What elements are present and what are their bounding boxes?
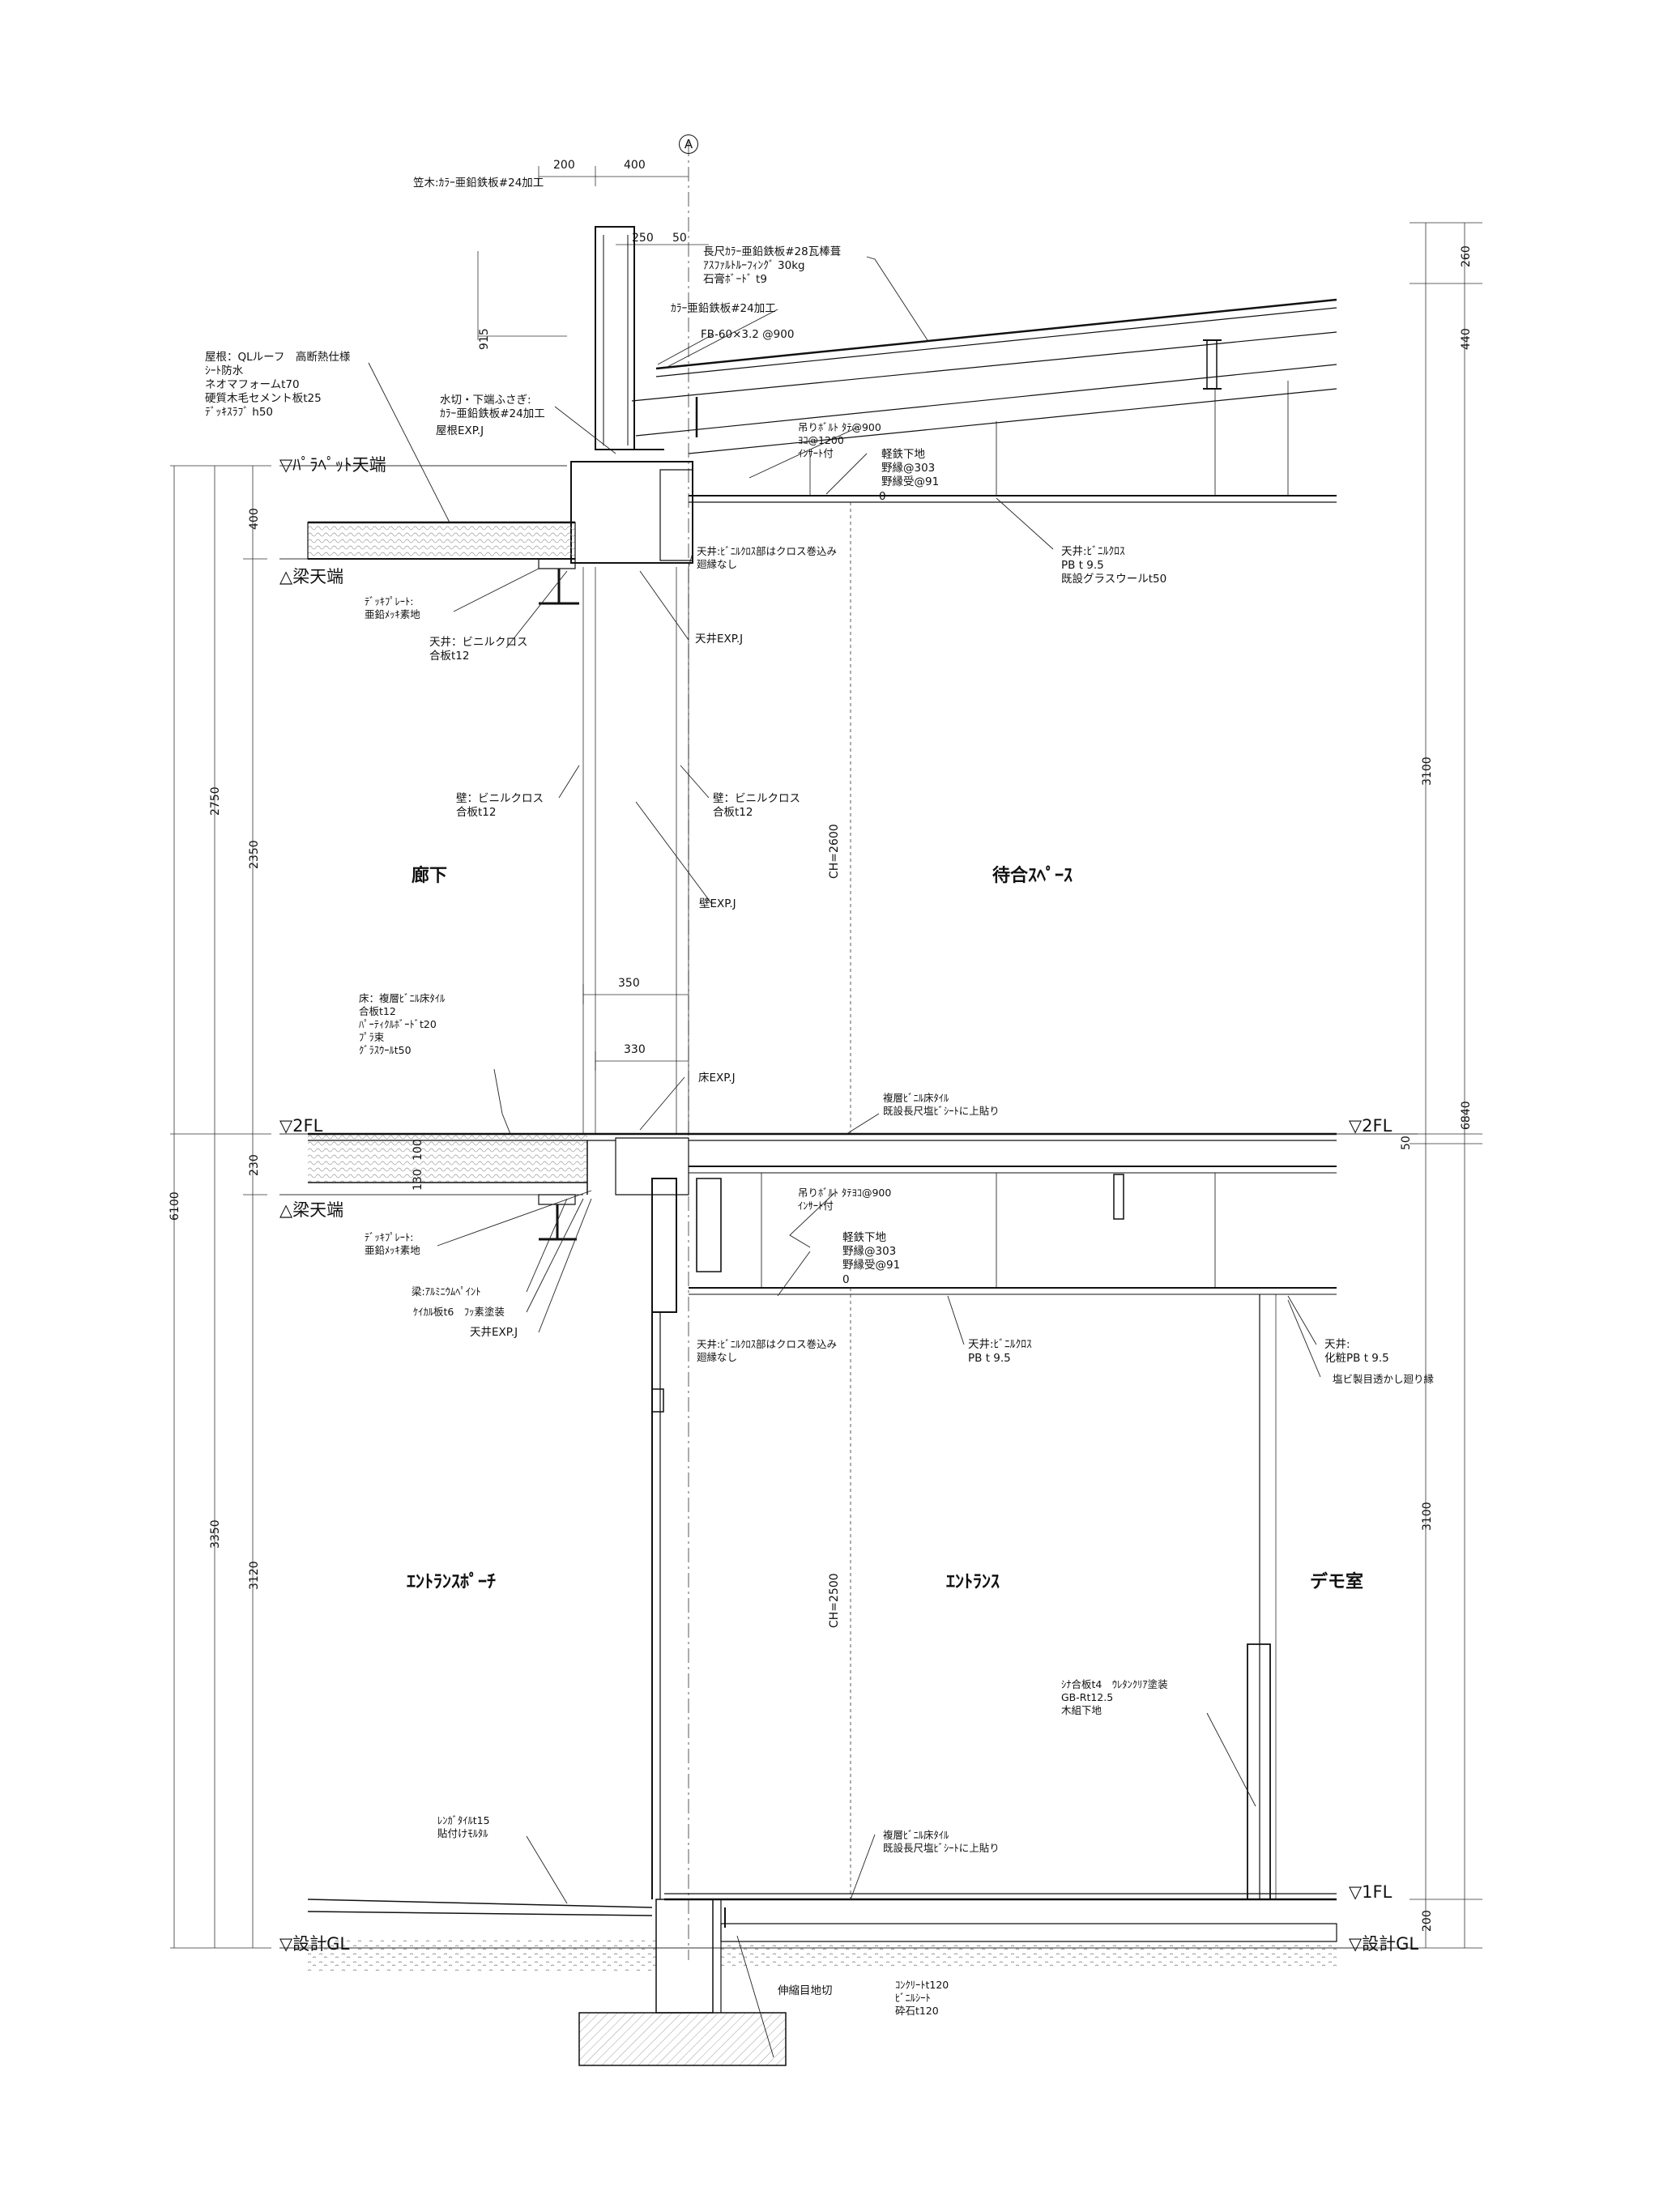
level-parapet-top: ▽ﾊﾟﾗﾍﾟｯﾄ天端	[279, 455, 386, 475]
dim-6100: 6100	[168, 1191, 181, 1221]
note-hanger-upper: 吊りﾎﾞﾙﾄ ﾀﾃ@900 ﾖｺ@1200 ｲﾝｻｰﾄ付	[798, 421, 881, 459]
dim-260: 260	[1460, 245, 1473, 267]
note-zero-lower: 0	[842, 1273, 850, 1286]
dim-50-top: 50	[672, 232, 687, 245]
ceiling-height-upper: CH=2600	[828, 824, 841, 879]
note-calcium-board: ｹｲｶﾙ板t6 ﾌｯ素塗装	[413, 1306, 505, 1318]
note-roof-finish: 長尺ｶﾗｰ亜鉛鉄板#28瓦棒葺 ｱｽﾌｧﾙﾄﾙｰﾌｨﾝｸﾞ 30kg 石膏ﾎﾞｰ…	[703, 245, 842, 286]
dim-top-400: 400	[624, 159, 646, 172]
dim-230: 230	[248, 1154, 261, 1176]
note-flashing: 水切・下端ふさぎ: ｶﾗｰ亜鉛鉄板#24加工	[440, 394, 545, 420]
note-brick-tile: ﾚﾝｶﾞﾀｲﾙt15 貼付けﾓﾙﾀﾙ	[437, 1814, 490, 1839]
dim-350: 350	[618, 977, 640, 990]
note-wall-left: 壁：ビニルクロス 合板t12	[456, 792, 544, 819]
note-pvc-joint: 塩ビ製目透かし廻り縁	[1333, 1373, 1435, 1385]
note-beam-paint: 梁:ｱﾙﾐﾆｳﾑﾍﾟｲﾝﾄ	[412, 1285, 481, 1298]
dim-440: 440	[1460, 328, 1473, 350]
level-1fl: ▽1FL	[1349, 1882, 1392, 1902]
note-floor-2f-right: 複層ﾋﾞﾆﾙ床ﾀｲﾙ 既設長尺塩ﾋﾞｼｰﾄに上貼り	[883, 1092, 1000, 1117]
dim-top-200: 200	[553, 159, 575, 172]
sloped-roof	[632, 300, 1337, 454]
level-2fl-right: ▽2FL	[1349, 1116, 1392, 1136]
room-entrance: ｴﾝﾄﾗﾝｽ	[946, 1572, 1000, 1592]
ceiling-height-lower: CH=2500	[828, 1573, 841, 1628]
dim-50-right: 50	[1400, 1136, 1413, 1150]
leader-lines	[369, 257, 1320, 2057]
left-roof	[308, 522, 579, 603]
note-flat-bar: FB-60×3.2 @900	[701, 328, 795, 341]
dim-915: 915	[478, 328, 491, 350]
note-wall-right: 壁：ビニルクロス 合板t12	[713, 792, 800, 819]
note-ceiling-expj-upper: 天井EXP.J	[695, 633, 744, 646]
room-entrance-porch: ｴﾝﾄﾗﾝｽﾎﾟｰﾁ	[407, 1572, 497, 1592]
level-beam-top-upper: △梁天端	[279, 567, 344, 586]
level-2fl-left: ▽2FL	[279, 1116, 323, 1136]
note-ceiling-expj-lower: 天井EXP.J	[470, 1326, 518, 1339]
dim-6840: 6840	[1460, 1101, 1473, 1130]
second-floor	[308, 1134, 1337, 1312]
note-light-steel-upper: 軽鉄下地 野縁@303 野縁受@91	[881, 448, 940, 488]
note-floor-1f: 複層ﾋﾞﾆﾙ床ﾀｲﾙ 既設長尺塩ﾋﾞｼｰﾄに上貼り	[883, 1829, 1000, 1854]
corridor-walls	[583, 567, 689, 1134]
note-roof-left: 屋根：QLルーフ 高断熱仕様 ｼｰﾄ防水 ネオマフォームt70 硬質木毛セメント…	[205, 351, 351, 419]
dim-3100-lower: 3100	[1421, 1502, 1434, 1531]
dim-200-bottom: 200	[1421, 1910, 1434, 1932]
room-corridor: 廊下	[412, 866, 448, 886]
room-demo: デモ室	[1310, 1572, 1364, 1592]
parapet-structure	[571, 227, 693, 563]
dim-2750: 2750	[209, 786, 222, 816]
note-ceiling-wrap-lower: 天井:ﾋﾞﾆﾙｸﾛｽ部はクロス巻込み 廻縁なし	[697, 1338, 837, 1363]
note-slab: ｺﾝｸﾘｰﾄt120 ﾋﾞﾆﾙｼｰﾄ 砕石t120	[895, 1979, 949, 2017]
note-partition: ｼﾅ合板t4 ｳﾚﾀﾝｸﾘｱ塗装 GB-Rt12.5 木組下地	[1061, 1678, 1168, 1716]
level-gl-left: ▽設計GL	[279, 1934, 350, 1954]
note-expansion-joint: 伸縮目地切	[778, 1984, 833, 1997]
note-floor-expj: 床EXP.J	[698, 1072, 736, 1085]
note-wall-expj: 壁EXP.J	[699, 897, 736, 910]
note-ceiling-demo: 天井: 化粧PB t 9.5	[1324, 1338, 1389, 1365]
level-beam-top-lower: △梁天端	[279, 1200, 344, 1220]
dim-130: 130	[412, 1169, 424, 1191]
note-color-sheet: ｶﾗｰ亜鉛鉄板#24加工	[671, 302, 776, 315]
dim-250: 250	[632, 232, 654, 245]
dim-330: 330	[624, 1043, 646, 1056]
note-ceiling-entrance: 天井:ﾋﾞﾆﾙｸﾛｽ PB t 9.5	[968, 1338, 1032, 1365]
note-roof-expj: 屋根EXP.J	[436, 424, 484, 437]
note-hanger-lower: 吊りﾎﾞﾙﾄ ﾀﾃﾖｺ@900 ｲﾝｻｰﾄ付	[798, 1187, 892, 1212]
room-waiting-space: 待合ｽﾍﾟｰｽ	[992, 866, 1073, 886]
dim-3120: 3120	[248, 1561, 261, 1590]
dim-100: 100	[412, 1139, 424, 1161]
note-deck-lower: ﾃﾞｯｷﾌﾟﾚｰﾄ: 亜鉛ﾒｯｷ素地	[365, 1231, 420, 1256]
grid-axis-marker: A	[679, 134, 698, 154]
dim-400-left: 400	[248, 508, 261, 530]
note-ceiling-wrap-upper: 天井:ﾋﾞﾆﾙｸﾛｽ部はクロス巻込み 廻縁なし	[697, 545, 837, 570]
note-coping: 笠木:ｶﾗｰ亜鉛鉄板#24加工	[413, 177, 544, 190]
note-light-steel-lower: 軽鉄下地 野縁@303 野縁受@91	[842, 1231, 901, 1272]
dim-2350: 2350	[248, 840, 261, 869]
note-ceiling-upper-right: 天井:ﾋﾞﾆﾙｸﾛｽ PB t 9.5 既設グラスウールt50	[1061, 545, 1167, 586]
upper-ceiling	[689, 381, 1337, 502]
note-zero-upper: 0	[879, 490, 886, 503]
note-deck-upper: ﾃﾞｯｷﾌﾟﾚｰﾄ: 亜鉛ﾒｯｷ素地	[365, 595, 420, 620]
note-ceiling-corridor: 天井：ビニルクロス 合板t12	[429, 636, 528, 663]
ground-floor	[308, 1294, 1337, 2065]
dim-3350: 3350	[209, 1519, 222, 1549]
dim-3100-upper: 3100	[1421, 757, 1434, 786]
level-gl-right: ▽設計GL	[1349, 1934, 1419, 1954]
note-floor-2f-left: 床：複層ﾋﾞﾆﾙ床ﾀｲﾙ 合板t12 ﾊﾟｰﾃｨｸﾙﾎﾞｰﾄﾞt20 ﾌﾟﾗ束 …	[359, 992, 446, 1056]
